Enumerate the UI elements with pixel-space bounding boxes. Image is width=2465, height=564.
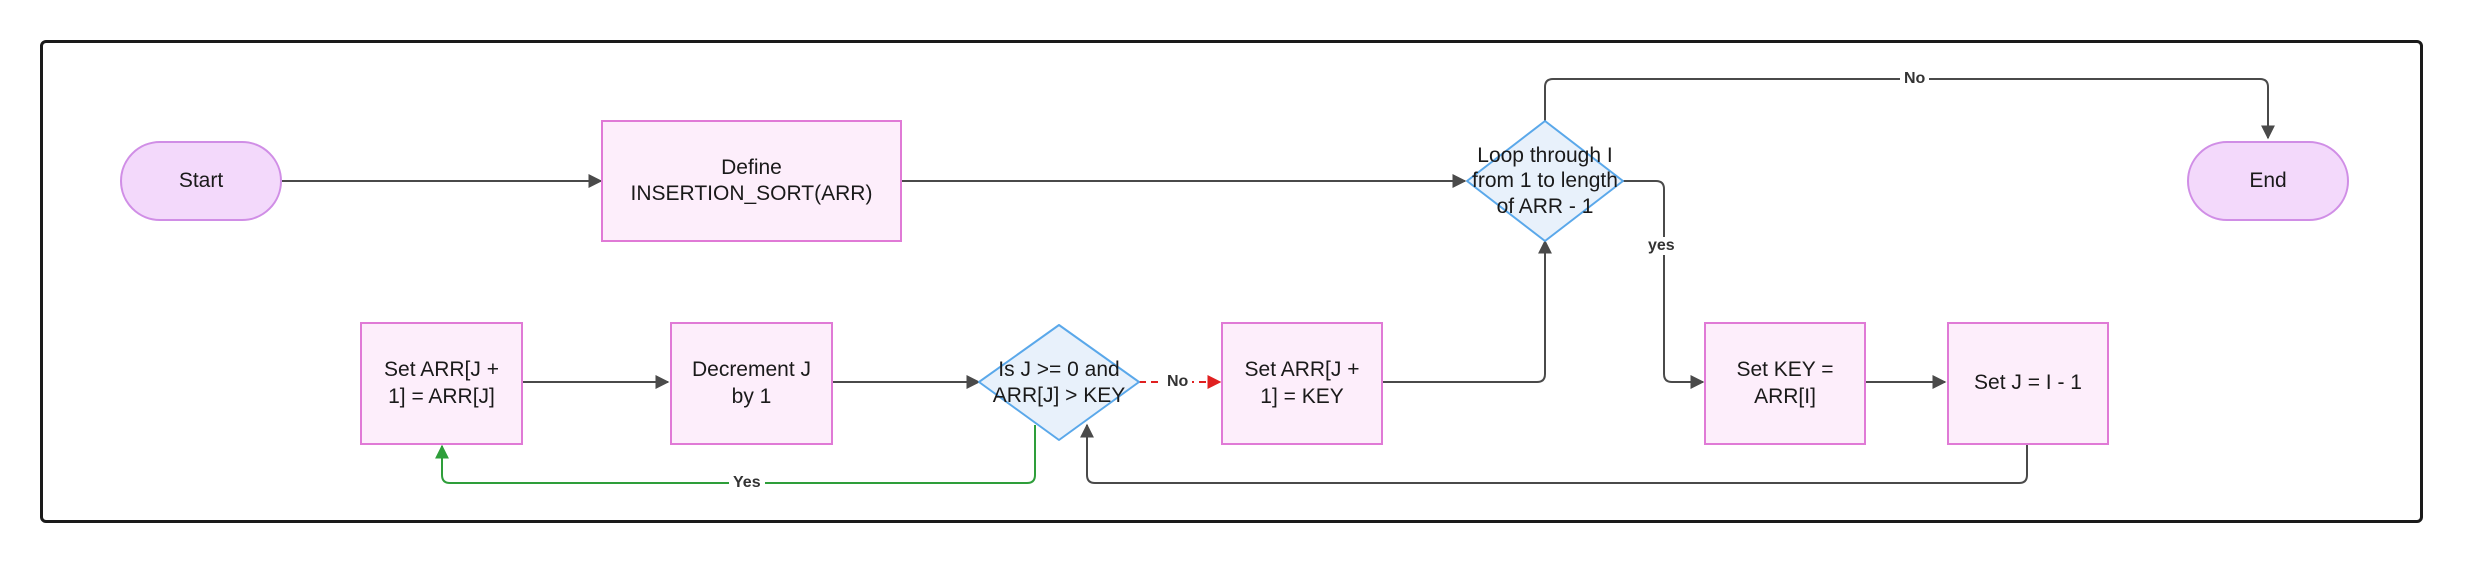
end-node: End xyxy=(2187,141,2349,221)
set-arr-j1-arrj-label: Set ARR[J + 1] = ARR[J] xyxy=(384,358,499,408)
start-node: Start xyxy=(120,141,282,221)
condition-decision-text: Is J >= 0 and ARR[J] > KEY xyxy=(992,358,1126,407)
set-j-node: Set J = I - 1 xyxy=(1947,322,2109,445)
set-arr-j1-key-label: Set ARR[J + 1] = KEY xyxy=(1244,358,1360,408)
decrement-j-node: Decrement J by 1 xyxy=(670,322,833,445)
edge-setj-condition xyxy=(1080,423,2028,484)
edge-setkeyarr-loop xyxy=(1383,239,1552,383)
decrement-j-label: Decrement J by 1 xyxy=(691,358,812,408)
edge-label-loop-yes: yes xyxy=(1644,237,1679,255)
define-label: Define INSERTION_SORT(ARR) xyxy=(630,155,873,205)
edge-label-loop-no: No xyxy=(1900,70,1930,88)
diagram-frame xyxy=(40,40,2423,523)
edge-loop-setkey xyxy=(1623,180,1705,389)
edge-label-cond-no: No xyxy=(1163,373,1193,391)
set-arr-j1-arrj-node: Set ARR[J + 1] = ARR[J] xyxy=(360,322,523,445)
loop-decision-diamond xyxy=(1466,120,1624,242)
loop-decision-label: Loop through I from 1 to length of ARR -… xyxy=(1463,121,1627,241)
set-key-label: Set KEY = ARR[I] xyxy=(1736,358,1834,408)
edge-label-cond-yes: Yes xyxy=(729,474,765,492)
set-arr-j1-key-node: Set ARR[J + 1] = KEY xyxy=(1221,322,1383,445)
start-label: Start xyxy=(178,168,224,192)
condition-decision-diamond xyxy=(978,324,1140,441)
define-node: Define INSERTION_SORT(ARR) xyxy=(601,120,902,242)
condition-decision-label: Is J >= 0 and ARR[J] > KEY xyxy=(975,325,1143,440)
loop-decision-text: Loop through I from 1 to length of ARR -… xyxy=(1472,144,1618,218)
set-key-node: Set KEY = ARR[I] xyxy=(1704,322,1866,445)
end-label: End xyxy=(2249,168,2287,192)
set-j-label: Set J = I - 1 xyxy=(1974,371,2082,395)
